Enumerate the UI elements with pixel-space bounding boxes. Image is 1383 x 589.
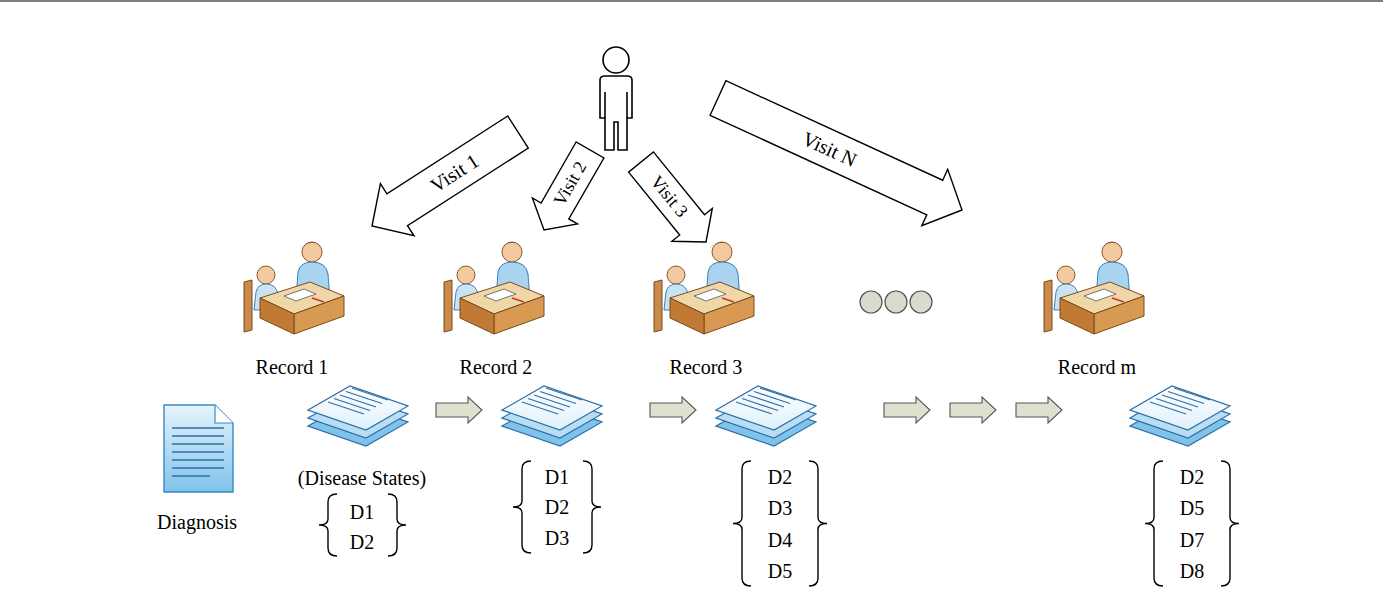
top-rule (0, 0, 1383, 1)
doctor-icon (444, 242, 544, 334)
brace (1221, 461, 1239, 586)
brace (319, 494, 337, 556)
ellipsis-dots (860, 291, 932, 313)
doctor-icon (654, 242, 754, 334)
brace (809, 461, 827, 586)
brace (1145, 461, 1163, 586)
flow-arrow (436, 397, 482, 423)
brace (583, 461, 601, 553)
visit-arrow (710, 81, 962, 226)
disease-state: D8 (1180, 560, 1204, 582)
record-stack (308, 386, 408, 446)
disease-state: D5 (1180, 497, 1204, 519)
record-label: Record 2 (460, 356, 533, 378)
caption-label: (Disease States) (298, 467, 426, 489)
brace (733, 461, 751, 586)
disease-state: D1 (350, 501, 374, 523)
disease-state: D3 (545, 527, 569, 549)
disease-state: D7 (1180, 529, 1204, 551)
visit-arrow (629, 152, 713, 242)
flow-arrow (650, 397, 696, 423)
disease-state: D4 (768, 529, 792, 551)
flow-arrow (950, 397, 996, 423)
disease-state: D2 (1180, 466, 1204, 488)
disease-state: D2 (768, 466, 792, 488)
doctor-icon (244, 242, 344, 334)
person-icon (600, 47, 632, 150)
record-label: Record 1 (256, 356, 329, 378)
disease-state: D2 (350, 531, 374, 553)
disease-state: D5 (768, 560, 792, 582)
record-label: Record m (1058, 356, 1136, 378)
disease-state: D3 (768, 497, 792, 519)
document-icon (164, 405, 233, 492)
record-stack (1130, 386, 1230, 446)
disease-state: D1 (545, 466, 569, 488)
disease-state: D2 (545, 496, 569, 518)
visit-arrow (532, 142, 604, 230)
flow-arrow (884, 397, 930, 423)
doctor-icon (1044, 242, 1144, 334)
visit-arrow (372, 116, 528, 236)
record-stack (502, 386, 602, 446)
brace (388, 494, 406, 556)
flow-arrow (1016, 397, 1062, 423)
caption-label: Diagnosis (157, 511, 237, 533)
brace (513, 461, 531, 553)
record-label: Record 3 (670, 356, 743, 378)
record-stack (716, 386, 816, 446)
